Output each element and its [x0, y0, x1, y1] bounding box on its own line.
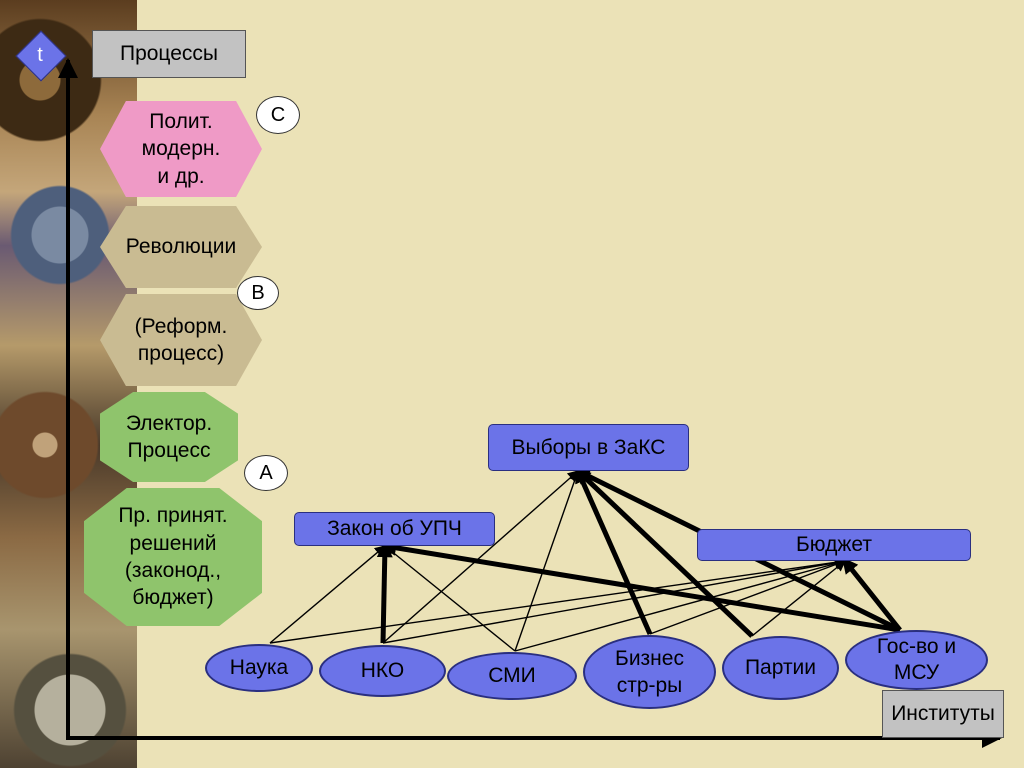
link-biznes-to-budget — [649, 559, 847, 635]
process-reform: (Реформ. процесс) — [100, 294, 262, 386]
institution-science: Наука — [205, 644, 313, 692]
level-a-marker: A — [244, 455, 288, 491]
target-elections: Выборы в ЗаКС — [488, 424, 689, 471]
link-gos-to-zakon — [380, 539, 901, 633]
time-axis-label: t — [37, 43, 43, 66]
level-b-marker: B — [237, 276, 279, 310]
links-layer — [269, 466, 902, 652]
link-nauka-to-budget — [269, 556, 847, 644]
link-partii-to-vybory — [574, 467, 754, 638]
target-budget: Бюджет — [697, 529, 971, 561]
target-upch-law: Закон об УПЧ — [294, 512, 495, 546]
link-partii-to-budget — [751, 560, 846, 637]
link-gos-to-budget — [842, 557, 902, 632]
level-c-marker: C — [256, 96, 300, 134]
x-axis-title: Институты — [882, 690, 1004, 738]
link-smi-to-zakon — [384, 545, 516, 652]
link-nko-to-budget — [382, 557, 847, 644]
process-electoral: Электор. Процесс — [100, 392, 238, 482]
process-polit: Полит. модерн. и др. — [100, 101, 262, 197]
link-biznes-to-vybory — [575, 466, 653, 636]
institution-business: Бизнес стр-ры — [583, 635, 716, 709]
link-nauka-to-zakon — [269, 545, 386, 644]
y-axis-title: Процессы — [92, 30, 246, 78]
link-nko-to-vybory — [382, 470, 579, 644]
link-smi-to-vybory — [514, 469, 580, 652]
institution-parties: Партии — [722, 636, 839, 700]
institution-ngo: НКО — [319, 645, 446, 697]
link-nko-to-zakon — [376, 541, 393, 644]
process-decision-making: Пр. принят. решений (законод., бюджет) — [84, 488, 262, 626]
process-revolutions: Революции — [100, 206, 262, 288]
institution-media: СМИ — [447, 652, 577, 700]
institution-state: Гос-во и МСУ — [845, 630, 988, 690]
